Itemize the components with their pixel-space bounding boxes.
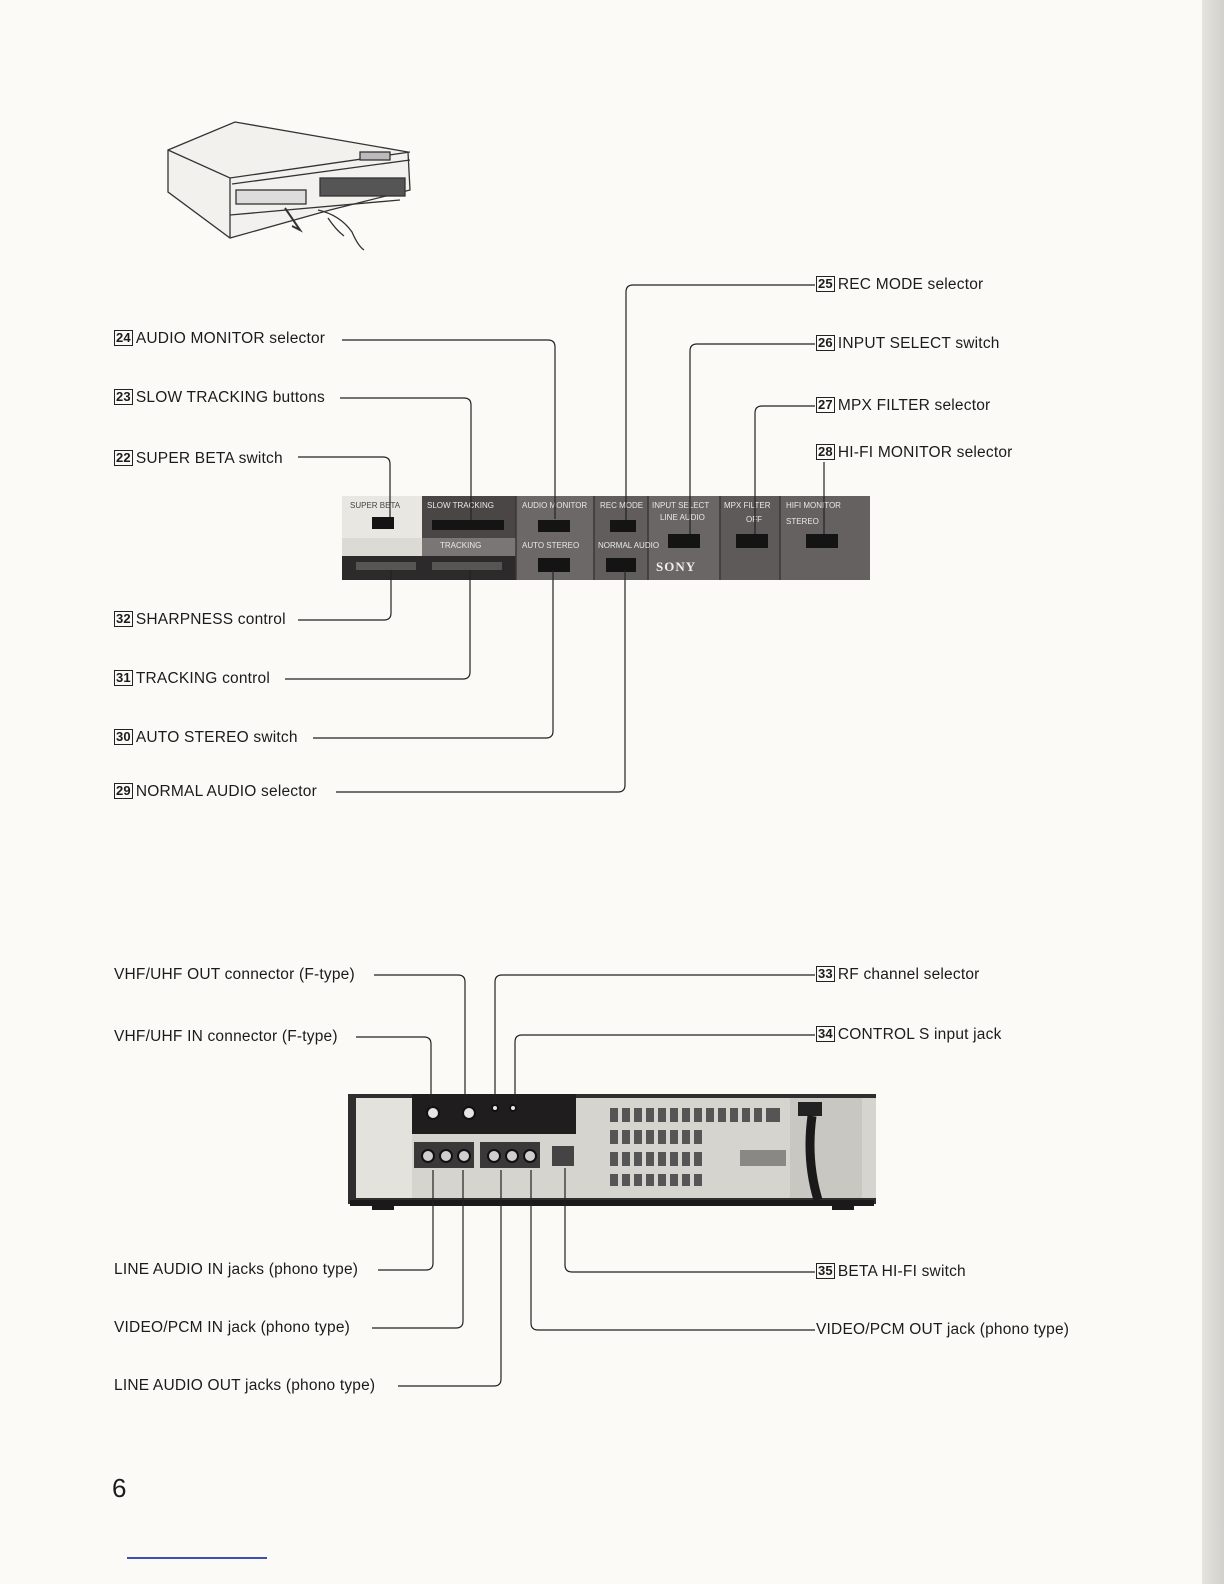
footer-rule <box>127 1557 267 1559</box>
label-text: RF channel selector <box>837 966 980 983</box>
label-number: 32 <box>114 611 133 627</box>
label-text: SHARPNESS control <box>135 611 286 628</box>
label-number: 23 <box>114 389 133 405</box>
rear-panel <box>348 1094 876 1210</box>
label-number: 26 <box>816 335 835 351</box>
label-line-audio-out: LINE AUDIO OUT jacks (phono type) <box>114 1377 375 1395</box>
label-text: AUDIO MONITOR selector <box>135 330 326 347</box>
front-leader-lines <box>285 284 825 793</box>
label-text: VHF/UHF OUT connector (F-type) <box>114 966 355 983</box>
label-number: 29 <box>114 783 133 799</box>
front-panel: SUPER BETA SLOW TRACKING TRACKING AUDIO … <box>342 496 870 580</box>
svg-text:MPX FILTER: MPX FILTER <box>724 501 771 510</box>
svg-text:STEREO: STEREO <box>786 517 819 526</box>
svg-text:HIFI MONITOR: HIFI MONITOR <box>786 501 841 510</box>
label-line-audio-in: LINE AUDIO IN jacks (phono type) <box>114 1261 358 1279</box>
label-text: LINE AUDIO OUT jacks (phono type) <box>114 1377 376 1394</box>
label-text: NORMAL AUDIO selector <box>135 783 317 800</box>
page-number: 6 <box>112 1473 127 1503</box>
svg-text:NORMAL AUDIO: NORMAL AUDIO <box>598 541 659 550</box>
svg-text:OFF: OFF <box>746 515 762 524</box>
label-text: HI-FI MONITOR selector <box>837 444 1013 461</box>
svg-text:LINE AUDIO: LINE AUDIO <box>660 513 705 522</box>
label-video-pcm-in: VIDEO/PCM IN jack (phono type) <box>114 1319 350 1337</box>
label-number: 22 <box>114 450 133 466</box>
label-number: 34 <box>816 1026 835 1042</box>
label-number: 24 <box>114 330 133 346</box>
label-text: SLOW TRACKING buttons <box>135 389 325 406</box>
label-text: MPX FILTER selector <box>837 397 991 414</box>
label-number: 25 <box>816 276 835 292</box>
svg-text:SLOW TRACKING: SLOW TRACKING <box>427 501 494 510</box>
label-vhf-uhf-in: VHF/UHF IN connector (F-type) <box>114 1028 338 1046</box>
svg-text:AUTO STEREO: AUTO STEREO <box>522 541 579 550</box>
label-text: TRACKING control <box>135 670 270 687</box>
label-text: LINE AUDIO IN jacks (phono type) <box>114 1261 359 1278</box>
label-number: 31 <box>114 670 133 686</box>
svg-text:SONY: SONY <box>656 559 696 574</box>
label-text: INPUT SELECT switch <box>837 335 1000 352</box>
label-text: VIDEO/PCM OUT jack (phono type) <box>816 1321 1070 1338</box>
page-edge-shadow <box>1202 0 1224 1584</box>
svg-text:SUPER BETA: SUPER BETA <box>350 501 401 510</box>
label-number: 28 <box>816 444 835 460</box>
label-vhf-uhf-out: VHF/UHF OUT connector (F-type) <box>114 966 355 984</box>
label-text: SUPER BETA switch <box>135 450 283 467</box>
label-text: CONTROL S input jack <box>837 1026 1002 1043</box>
label-text: VHF/UHF IN connector (F-type) <box>114 1028 338 1045</box>
label-number: 35 <box>816 1263 835 1279</box>
vcr-illustration <box>167 121 411 251</box>
svg-text:TRACKING: TRACKING <box>440 541 481 550</box>
label-text: VIDEO/PCM IN jack (phono type) <box>114 1319 350 1336</box>
label-video-pcm-out: VIDEO/PCM OUT jack (phono type) <box>816 1321 1069 1339</box>
label-number: 27 <box>816 397 835 413</box>
label-text: REC MODE selector <box>837 276 984 293</box>
label-number: 30 <box>114 729 133 745</box>
svg-text:INPUT SELECT: INPUT SELECT <box>652 501 709 510</box>
rear-leader-lines <box>356 974 815 1387</box>
label-text: BETA HI-FI switch <box>837 1263 966 1280</box>
label-text: AUTO STEREO switch <box>135 729 298 746</box>
label-number: 33 <box>816 966 835 982</box>
svg-text:REC MODE: REC MODE <box>600 501 643 510</box>
